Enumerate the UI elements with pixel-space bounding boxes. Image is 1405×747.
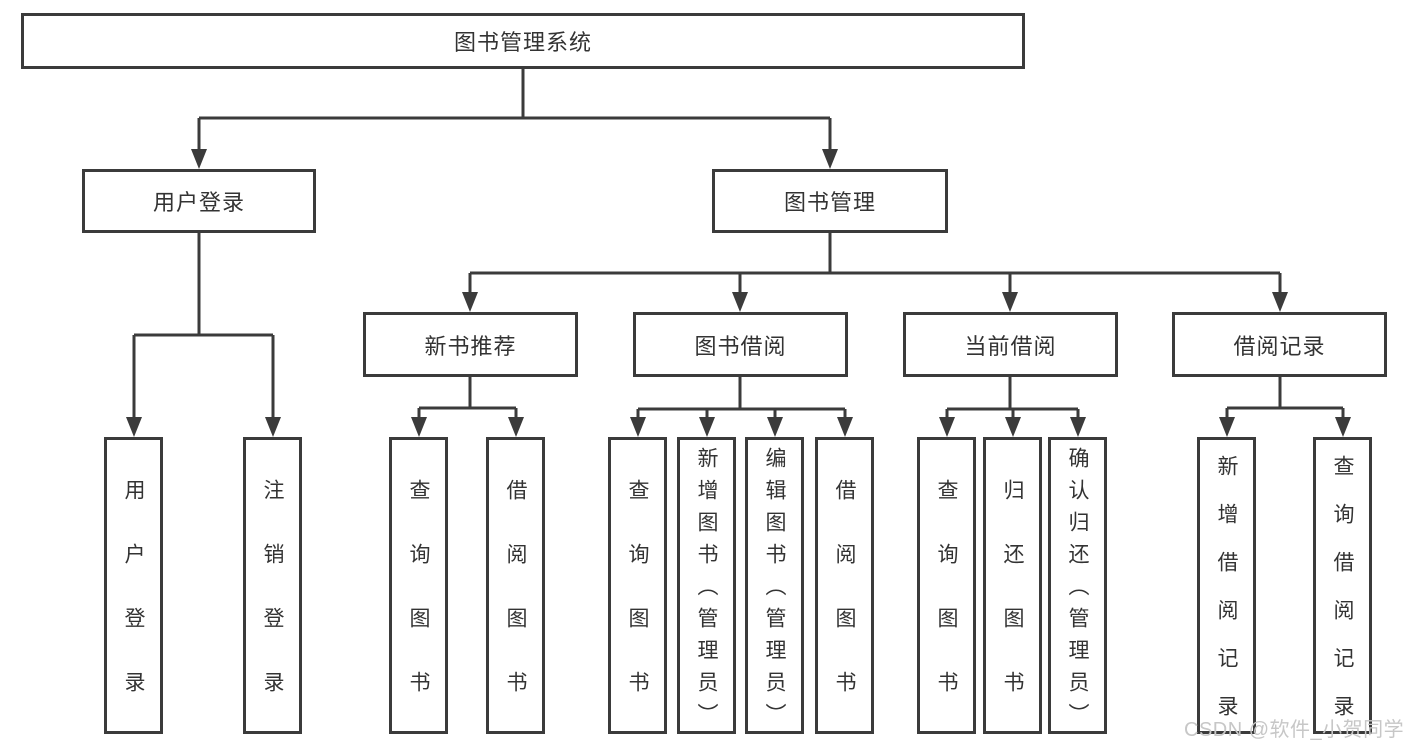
node-root: 图书管理系统: [21, 13, 1025, 69]
leaf-borrow-books-recommend: 借阅图书: [486, 437, 545, 735]
leaf-query-books-borrow: 查询图书: [608, 437, 667, 735]
leaf-label: 借阅图书: [833, 479, 856, 735]
node-current-borrow: 当前借阅: [903, 312, 1118, 377]
leaf-query-books-recommend: 查询图书: [389, 437, 448, 735]
leaf-add-book-admin: 新增图书（管理员）: [677, 437, 736, 735]
leaf-label: 确认归还（管理员）: [1066, 447, 1089, 735]
node-user-login-group: 用户登录: [82, 169, 316, 233]
leaf-edit-book-admin: 编辑图书（管理员）: [745, 437, 804, 735]
leaf-label: 新增图书（管理员）: [695, 447, 718, 735]
node-label: 借阅记录: [1233, 333, 1326, 359]
leaf-label: 用户登录: [122, 479, 145, 735]
node-root-label: 图书管理系统: [453, 30, 592, 55]
leaf-add-borrow-record: 新增借阅记录: [1197, 437, 1256, 743]
leaf-label: 注销登录: [261, 479, 284, 735]
node-label: 图书管理: [783, 190, 876, 215]
leaf-label: 新增借阅记录: [1215, 455, 1238, 743]
leaf-label: 查询图书: [935, 479, 958, 735]
leaf-label: 查询借阅记录: [1331, 455, 1354, 743]
node-label: 用户登录: [152, 190, 245, 215]
leaf-user-login: 用户登录: [104, 437, 163, 735]
leaf-label: 查询图书: [407, 479, 430, 735]
node-book-borrow: 图书借阅: [633, 312, 848, 377]
leaf-logout: 注销登录: [243, 437, 302, 735]
node-label: 图书借阅: [694, 333, 787, 359]
node-book-management: 图书管理: [712, 169, 948, 233]
leaf-return-books: 归还图书: [983, 437, 1042, 735]
leaf-label: 编辑图书（管理员）: [763, 447, 786, 735]
leaf-query-borrow-record: 查询借阅记录: [1313, 437, 1372, 743]
leaf-borrow-books: 借阅图书: [815, 437, 874, 735]
csdn-watermark: CSDN @软件_小贺同学: [1184, 719, 1405, 741]
node-label: 新书推荐: [424, 333, 517, 359]
leaf-confirm-return-admin: 确认归还（管理员）: [1048, 437, 1107, 735]
leaf-label: 归还图书: [1001, 479, 1024, 735]
leaf-label: 借阅图书: [504, 479, 527, 735]
node-borrow-records: 借阅记录: [1172, 312, 1387, 377]
node-label: 当前借阅: [964, 333, 1057, 359]
node-new-book-recommend: 新书推荐: [363, 312, 578, 377]
leaf-query-books-current: 查询图书: [917, 437, 976, 735]
leaf-label: 查询图书: [626, 479, 649, 735]
